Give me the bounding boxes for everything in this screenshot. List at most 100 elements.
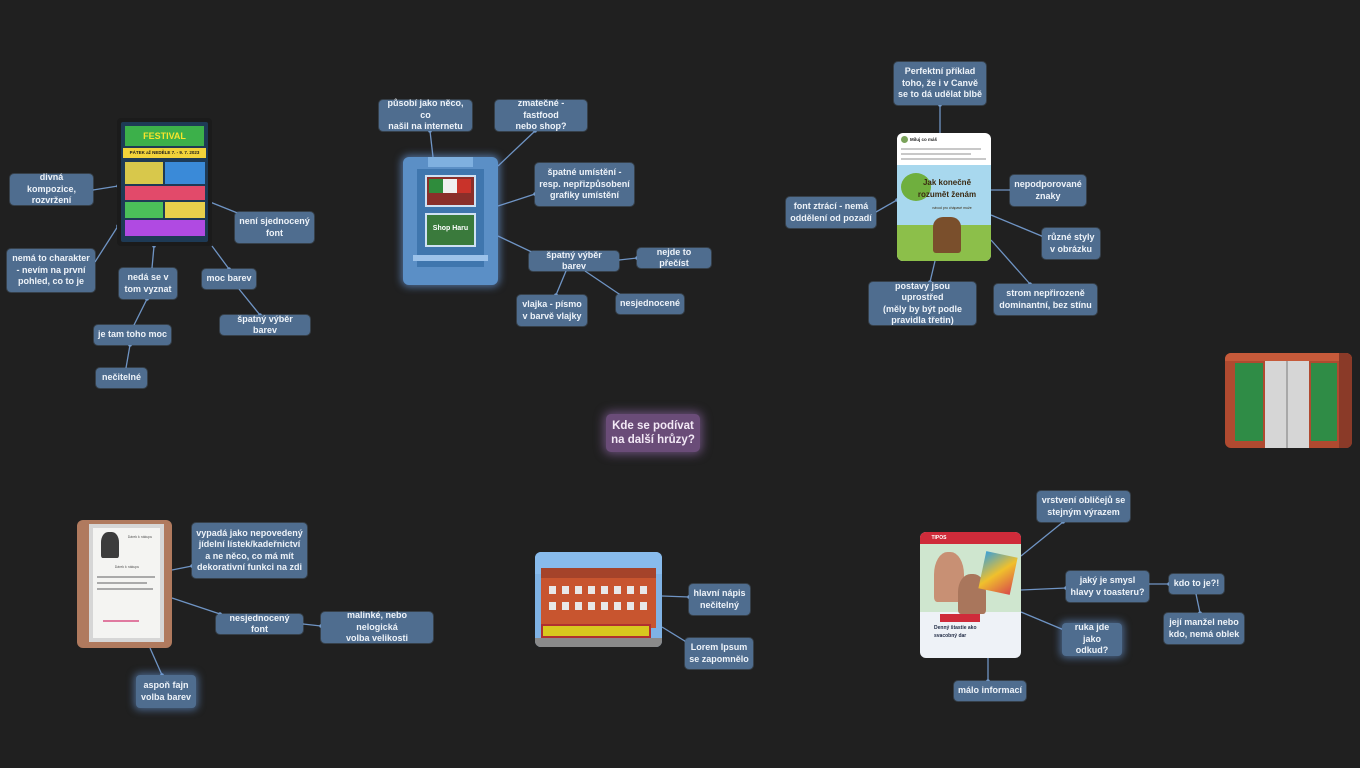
connector-line-13 <box>555 270 567 296</box>
poster-block-3 <box>125 186 205 200</box>
poster-block-5 <box>165 202 205 218</box>
connector-line-9 <box>497 130 536 167</box>
connector-line-30 <box>1195 593 1201 614</box>
node-bad-color-choice-window[interactable]: špatný výběr barev <box>529 250 619 271</box>
window-sill <box>413 255 488 261</box>
post-tree <box>901 173 931 201</box>
central-topic[interactable]: Kde se podívat na další hrůzy? <box>606 414 700 452</box>
connector-line-1 <box>94 225 119 263</box>
node-unreadable[interactable]: nečitelné <box>96 368 147 388</box>
connector-line-14 <box>584 270 623 297</box>
flyer-portrait <box>101 532 119 558</box>
storefront-pillar <box>1339 353 1352 448</box>
poster-block-6 <box>125 220 205 236</box>
node-bad-placement[interactable]: špatné umístění - resp. nepřizpůsobení g… <box>535 163 634 206</box>
connector-line-8 <box>429 130 434 158</box>
node-confusing-fastfood[interactable]: zmatečné - fastfood nebo shop? <box>495 98 587 131</box>
node-flag-font[interactable]: vlajka - písmo v barvě vlajky <box>517 295 587 326</box>
storefront-image[interactable] <box>1225 353 1352 448</box>
post-text-line-2 <box>901 153 971 155</box>
node-many-colors[interactable]: moc barev <box>202 269 256 289</box>
node-canva-example[interactable]: Perfektní příklad toho, že i v Canvě se … <box>894 62 986 105</box>
window-flag-3 <box>457 179 471 193</box>
connector-line-20 <box>929 260 936 283</box>
node-inconsistent[interactable]: nesjednocené <box>616 294 684 314</box>
shop-window-image[interactable]: Shop Haru <box>403 157 498 285</box>
node-cannot-read[interactable]: nejde to přečíst <box>637 247 711 268</box>
building-window-row-2 <box>549 602 649 610</box>
post-text-line-1 <box>901 148 981 150</box>
node-figures-centered[interactable]: postavy jsou uprostřed (měly by být podl… <box>869 281 976 325</box>
node-looks-from-internet[interactable]: působí jako něco, co našil na internetu <box>379 98 472 131</box>
connector-line-22 <box>171 597 221 615</box>
node-bad-color-choice-poster[interactable]: špatný výběr barev <box>220 314 310 335</box>
storefront-panel-right <box>1311 363 1337 441</box>
node-tiny-size[interactable]: malinké, nebo nelogická volba velikosti <box>321 610 433 643</box>
post-figures <box>933 217 961 253</box>
connector-line-5 <box>211 245 230 270</box>
connector-line-18 <box>990 214 1045 238</box>
connector-line-25 <box>661 595 690 598</box>
window-frame-top <box>428 157 473 167</box>
node-strange-composition[interactable]: divná kompozice, rozvržení <box>10 172 93 205</box>
framed-flyer-image[interactable]: Dárek k nákupu Dárek k nákupu <box>77 520 172 648</box>
node-layered-faces[interactable]: vrstvení obličejů se stejným výrazem <box>1037 491 1130 522</box>
window-flag-1 <box>429 179 443 193</box>
poster-block-4 <box>125 202 163 218</box>
connector-line-21 <box>171 565 193 571</box>
post-text-line-3 <box>901 158 986 160</box>
node-different-styles[interactable]: různé styly v obrázku <box>1042 228 1100 259</box>
flyer-text-block-2 <box>97 582 147 584</box>
building-sign <box>541 624 651 638</box>
ad-red-band <box>940 614 980 622</box>
post-subline: návod pro chápavé muže <box>932 206 972 210</box>
connector-line-28 <box>1020 587 1067 591</box>
node-font-lost[interactable]: font ztrácí - nemá oddělení od pozadí <box>786 197 876 228</box>
node-looks-like-menu[interactable]: vypadá jako nepovedený jídelní lístek/ka… <box>192 523 307 578</box>
node-too-much[interactable]: je tam toho moc <box>94 325 171 345</box>
node-no-character[interactable]: nemá to charakter - nevím na první pohle… <box>7 249 95 292</box>
post-avatar <box>901 136 908 143</box>
node-nice-colors[interactable]: aspoň fajn volba barev <box>136 675 196 708</box>
poster-date: PÁTEK až NEDĚLE 7. - 9. 7. 2023 <box>123 148 206 158</box>
node-husband-no-suit[interactable]: její manžel nebo kdo, nemá oblek <box>1164 613 1244 644</box>
connector-line-3 <box>133 298 148 326</box>
building-image[interactable] <box>535 552 662 647</box>
post-headline: Jak konečně rozumět ženám <box>917 178 977 199</box>
connector-line-31 <box>1020 611 1065 631</box>
node-lorem-ipsum[interactable]: Lorem Ipsum se zapomnělo <box>685 638 753 669</box>
node-head-in-toaster[interactable]: jaký je smysl hlavy v toasteru? <box>1066 571 1149 602</box>
connector-line-0 <box>92 185 119 191</box>
node-unsupported-chars[interactable]: nepodporované znaky <box>1010 175 1086 206</box>
facebook-post-image[interactable]: Miluj co máš Jak konečně rozumět ženám n… <box>897 133 991 261</box>
storefront-panel-left <box>1235 363 1263 441</box>
building-window-row-1 <box>549 586 649 594</box>
festival-poster-image[interactable]: FESTIVAL PÁTEK až NEDĚLE 7. - 9. 7. 2023 <box>117 118 212 246</box>
node-who-is-it[interactable]: kdo to je?! <box>1169 574 1224 594</box>
node-little-info[interactable]: málo informací <box>954 681 1026 701</box>
connector-line-19 <box>990 239 1031 285</box>
node-hard-to-navigate[interactable]: nedá se v tom vyznat <box>119 268 177 299</box>
flyer-text-block-3 <box>97 588 153 590</box>
poster-block-1 <box>125 162 163 184</box>
node-tree-dominant[interactable]: strom nepřirozeně dominantní, bez stínu <box>994 284 1097 315</box>
ad-header <box>920 532 1021 544</box>
node-hand-from-where[interactable]: ruka jde jako odkud? <box>1062 622 1122 656</box>
post-author: Miluj co máš <box>910 137 938 142</box>
window-flag-2 <box>443 179 457 193</box>
window-pane-2 <box>425 213 476 247</box>
tipos-ad-image[interactable]: TIPOS Denný štastie ako svacobný dar <box>920 532 1021 658</box>
building-roof <box>541 568 656 578</box>
node-no-unified-font[interactable]: není sjednocený font <box>235 212 314 243</box>
building-street <box>535 638 662 647</box>
storefront-sign-top <box>1225 353 1352 361</box>
connector-line-2 <box>151 245 155 269</box>
node-main-sign-unreadable[interactable]: hlavní nápis nečitelný <box>689 584 750 615</box>
ad-logo: TIPOS <box>931 535 947 541</box>
ad-text-1: Denný štastie ako <box>934 625 977 631</box>
node-unsynced-font[interactable]: nesjednocený font <box>216 613 303 634</box>
connector-line-10 <box>497 193 536 207</box>
connector-line-12 <box>618 257 638 261</box>
flyer-line-2: Dárek k nákupu <box>114 565 140 569</box>
